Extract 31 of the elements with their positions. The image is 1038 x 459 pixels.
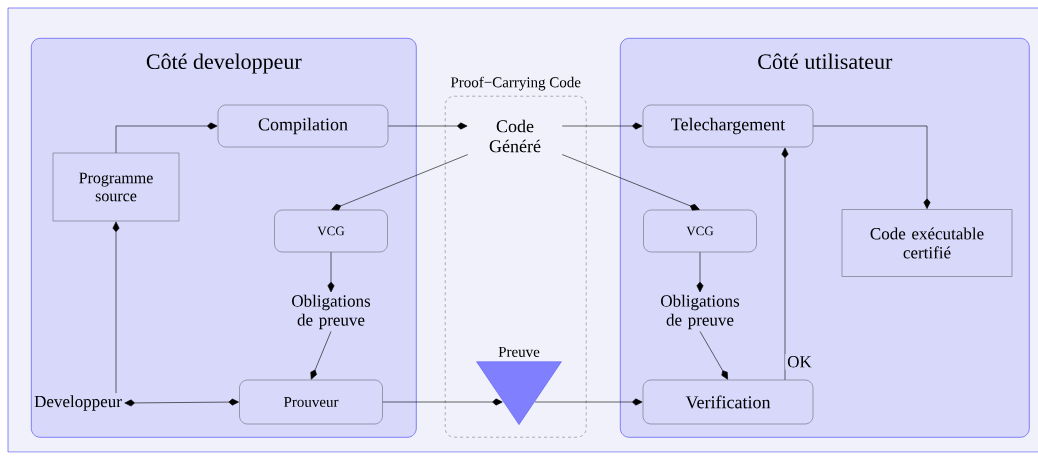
process-box: VCG [643,209,757,253]
arrow [699,331,728,380]
process-box: Programme source [52,152,180,222]
arrow [331,154,469,211]
arrow [112,221,120,394]
proof-triangle: Preuve [476,346,562,425]
arrow [115,122,218,154]
flow-text: Code Généré [489,119,541,153]
arrow [534,398,643,406]
arrow [696,251,704,293]
arrow [310,331,332,380]
result-box: Code exécutable certifié [841,209,1013,277]
edge-label: OK [785,354,814,370]
arrow [387,122,468,130]
process-box: Telechargement [642,104,814,148]
flow-text: Obligations de preuve [661,294,740,330]
flow-text: Obligations de preuve [292,294,371,330]
arrow [812,125,931,209]
node-label: Preuve [498,346,540,357]
process-box: Prouveur [239,379,383,425]
actor-text: Developpeur [34,395,122,411]
arrow [561,122,643,130]
node-label: Proof−Carrying Code [450,76,581,91]
arrow [561,154,700,211]
process-box: VCG [274,209,388,253]
arrow [124,398,239,407]
process-box: Verification [642,379,814,425]
arrow [382,398,503,406]
process-box: Compilation [217,104,389,148]
arrow [781,147,789,381]
arrow [327,251,335,293]
